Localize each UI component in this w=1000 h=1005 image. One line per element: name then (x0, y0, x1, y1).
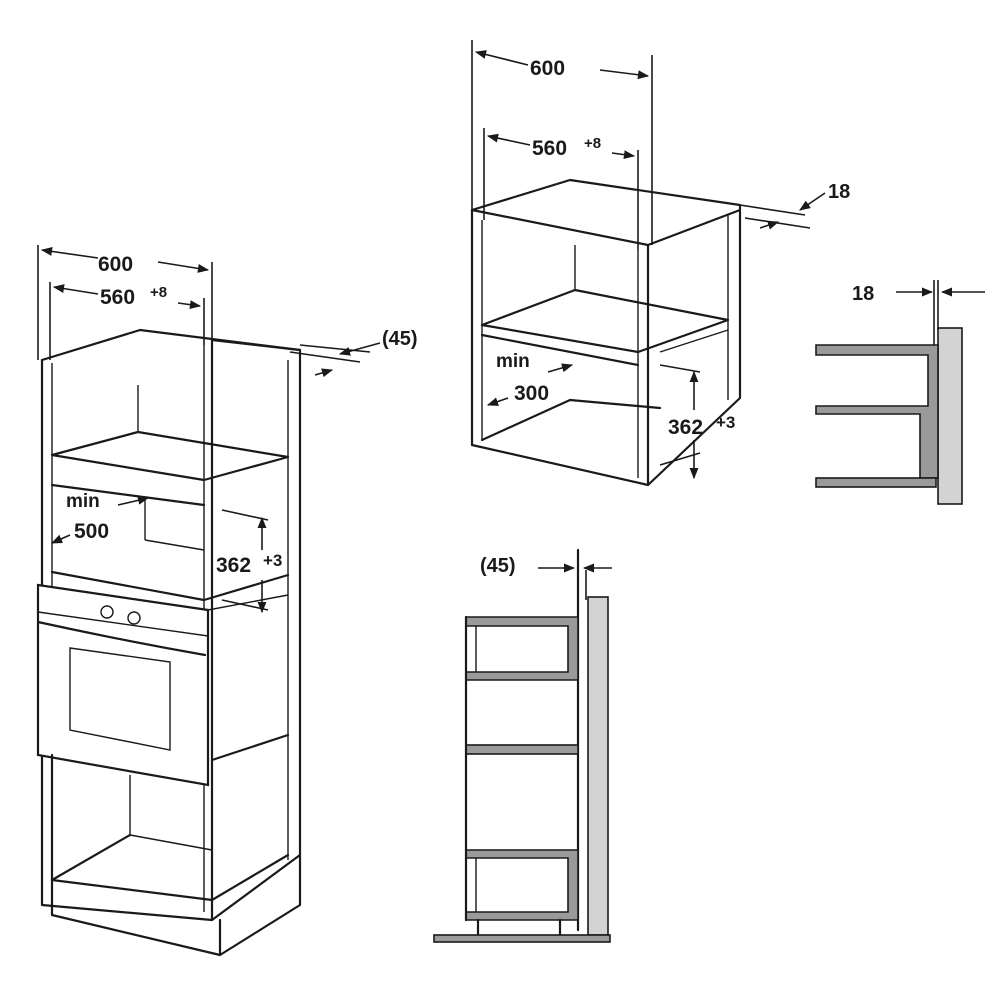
wall-cabinet (470, 178, 742, 487)
tall-inner-width: 560 (100, 286, 135, 309)
wall-min-depth: 300 (514, 382, 549, 405)
wall-outer-width: 600 (530, 57, 565, 80)
tall-back-gap: (45) (382, 328, 418, 350)
wall-niche-height-tol: +3 (716, 413, 735, 432)
tall-cabinet (36, 328, 302, 957)
side-wall-panel-thickness: 18 (852, 283, 874, 305)
tall-niche-height-tol: +3 (263, 551, 282, 570)
wall-panel-thickness: 18 (828, 181, 850, 203)
wall-dimensions (471, 40, 826, 480)
tall-inner-width-tol: +8 (150, 284, 167, 301)
side-detail-tall (433, 548, 612, 943)
wall-inner-width: 560 (532, 137, 567, 160)
tall-dimensions (37, 245, 381, 614)
wall-inner-width-tol: +8 (584, 135, 601, 152)
wall-dimension-labels: 600 560 +8 18 min 300 362 +3 (496, 57, 850, 439)
side-detail-wall (815, 280, 985, 505)
tall-niche-height: 362 (216, 554, 251, 577)
tall-min-label: min (66, 491, 100, 512)
tall-dimension-labels: 600 560 +8 (45) min 500 362 +3 (66, 253, 418, 577)
wall-min-label: min (496, 351, 530, 372)
wall-niche-height: 362 (668, 416, 703, 439)
tall-outer-width: 600 (98, 253, 133, 276)
side-tall-back-gap: (45) (480, 555, 516, 577)
tall-min-depth: 500 (74, 520, 109, 543)
